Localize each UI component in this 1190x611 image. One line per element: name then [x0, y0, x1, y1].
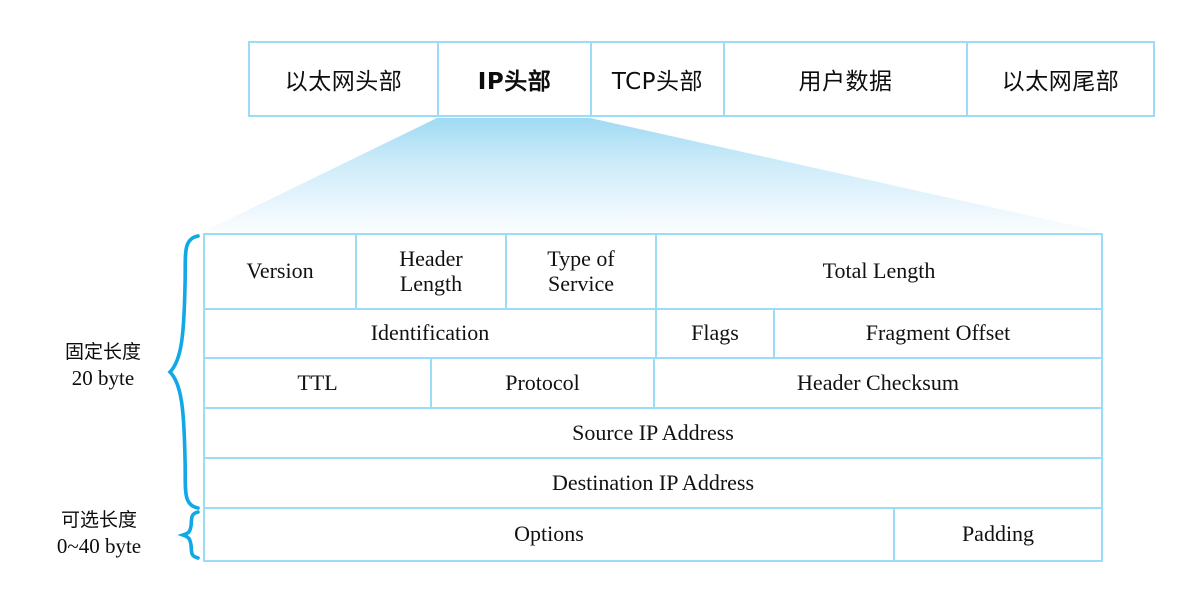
- field-header-length[interactable]: Header Length: [357, 235, 507, 308]
- label-fixed-length-line1: 固定长度: [64, 341, 141, 363]
- field-type-of-service[interactable]: Type of Service: [507, 235, 657, 308]
- field-destination-ip-address[interactable]: Destination IP Address: [551, 469, 755, 495]
- field-header-checksum[interactable]: Header Checksum: [797, 369, 959, 395]
- field-source-ip-address[interactable]: Source IP Address: [572, 419, 734, 445]
- field-fragment-offset[interactable]: Fragment Offset: [865, 320, 1011, 346]
- table-row: Source IP Address: [205, 409, 1101, 459]
- table-row: Options Padding: [205, 509, 1101, 560]
- field-padding[interactable]: Padding: [961, 521, 1035, 547]
- field-flags[interactable]: Flags: [657, 310, 775, 357]
- frame-cell-label: IP头部: [477, 69, 552, 95]
- frame-cell-label: TCP头部: [611, 69, 704, 95]
- frame-cell-tcp-header[interactable]: TCP头部: [592, 43, 725, 115]
- table-row: Identification Flags Fragment Offset: [205, 310, 1101, 359]
- field-options[interactable]: Options: [205, 509, 895, 560]
- field-identification[interactable]: Identification: [205, 310, 657, 357]
- field-ttl[interactable]: TTL: [205, 359, 432, 407]
- table-row: TTL Protocol Header Checksum: [205, 359, 1101, 409]
- field-protocol[interactable]: Protocol: [432, 359, 655, 407]
- table-row: Destination IP Address: [205, 459, 1101, 509]
- ip-header-table: Version Header Length Type of Service To…: [203, 233, 1103, 562]
- frame-cell-user-data[interactable]: 用户数据: [725, 43, 968, 115]
- table-row: Version Header Length Type of Service To…: [205, 235, 1101, 310]
- label-optional-length: 可选长度 0~40 byte: [20, 508, 178, 561]
- field-total-length[interactable]: Total Length: [822, 258, 936, 284]
- label-fixed-length-line2: 20 byte: [71, 366, 135, 391]
- frame-cell-label: 以太网头部: [284, 69, 403, 95]
- funnel-shape: [203, 118, 1103, 232]
- label-optional-length-line1: 可选长度: [60, 509, 137, 531]
- ethernet-frame-bar: 以太网头部 IP头部 TCP头部 用户数据 以太网尾部: [248, 41, 1155, 117]
- frame-cell-ethernet-trailer[interactable]: 以太网尾部: [968, 43, 1153, 115]
- label-fixed-length: 固定长度 20 byte: [28, 340, 178, 393]
- frame-cell-label: 以太网尾部: [1001, 69, 1120, 95]
- brace-optional-length: [177, 510, 200, 560]
- frame-cell-ethernet-header[interactable]: 以太网头部: [250, 43, 439, 115]
- frame-cell-label: 用户数据: [798, 69, 893, 95]
- label-optional-length-line2: 0~40 byte: [56, 534, 142, 559]
- field-version[interactable]: Version: [205, 235, 357, 308]
- frame-cell-ip-header[interactable]: IP头部: [439, 43, 592, 115]
